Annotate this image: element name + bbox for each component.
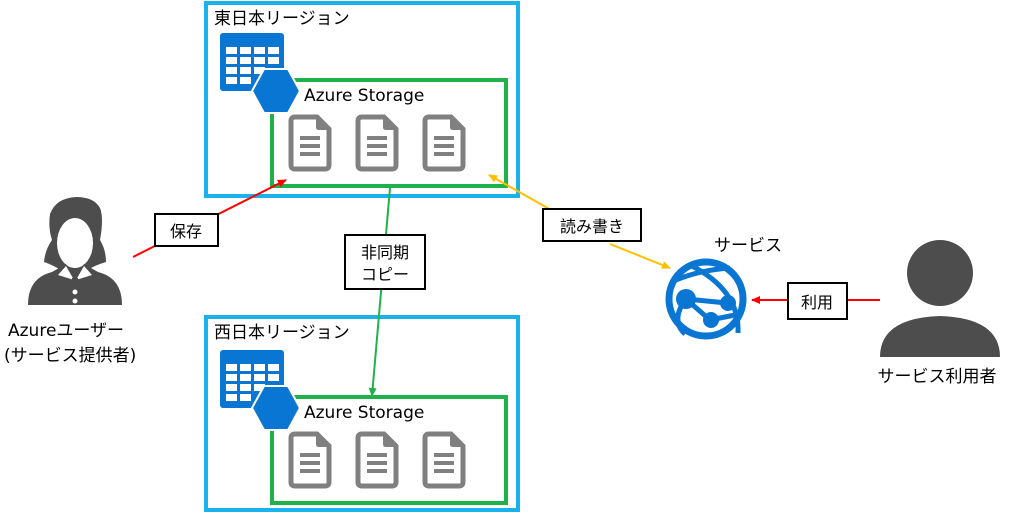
file-icon (425, 434, 463, 486)
provider-node: Azureユーザー (サービス提供者) (4, 197, 136, 366)
service-node: サービス (665, 236, 782, 340)
async-copy-label-line1: 非同期 (361, 243, 409, 262)
person-icon (880, 240, 1000, 357)
storage-west-label: Azure Storage (304, 403, 424, 423)
use-label-box (787, 282, 848, 320)
file-icon (358, 434, 396, 486)
provider-label-line1: Azureユーザー (8, 321, 124, 341)
region-west: 西日本リージョン Azure Storage (204, 315, 520, 512)
businessman-icon (28, 197, 122, 305)
async-copy-label-line2: コピー (361, 265, 409, 284)
region-east: 東日本リージョン Azure Storage (204, 1, 520, 198)
file-icon (291, 117, 329, 169)
edge-read-write: 読み書き (488, 174, 671, 269)
consumer-label: サービス利用者 (878, 367, 997, 387)
edge-use: 利用 (751, 282, 880, 320)
use-label: 利用 (801, 293, 833, 312)
file-icon (425, 117, 463, 169)
edge-save: 保存 (132, 179, 287, 258)
read-write-label-box (542, 208, 642, 242)
save-label-box (154, 213, 219, 247)
file-icon (358, 117, 396, 169)
read-write-arrow-to-service (609, 243, 671, 269)
region-east-label: 東日本リージョン (214, 9, 350, 29)
storage-east-label: Azure Storage (304, 86, 424, 106)
service-label: サービス (714, 236, 782, 256)
region-west-label: 西日本リージョン (214, 323, 350, 343)
read-write-label: 読み書き (560, 217, 624, 236)
async-copy-arrow (368, 187, 391, 397)
edge-async-copy: 非同期 コピー (344, 187, 426, 397)
async-copy-label-box (344, 234, 426, 290)
file-icon (291, 434, 329, 486)
save-label: 保存 (170, 222, 202, 241)
consumer-node: サービス利用者 (878, 240, 1000, 387)
provider-label-line2: (サービス提供者) (4, 346, 136, 366)
web-app-globe-icon (665, 258, 747, 340)
